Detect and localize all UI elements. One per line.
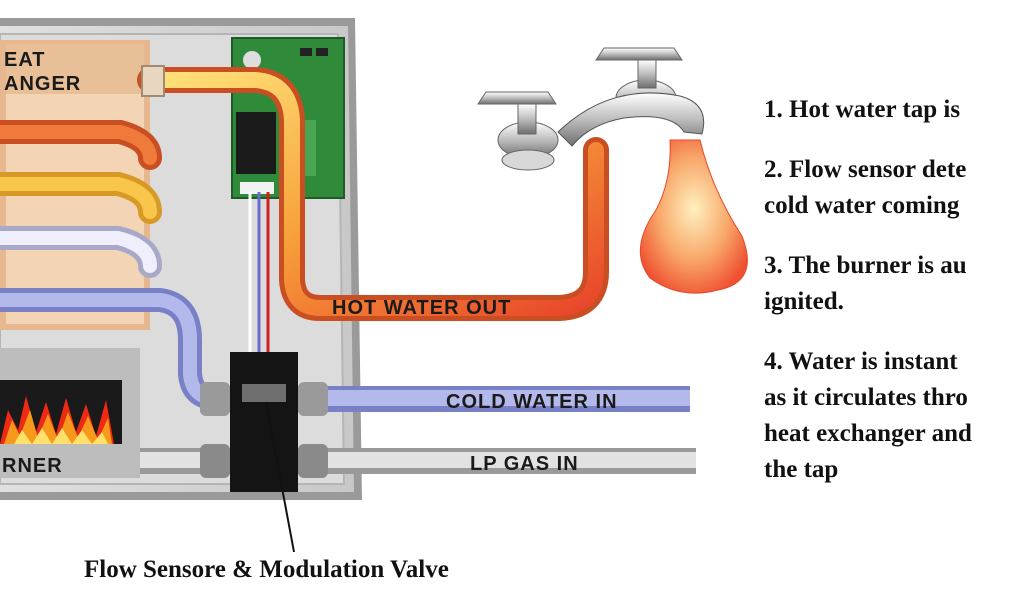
flow-sensor-caption: Flow Sensore & Modulation Valve (84, 556, 449, 584)
heat-exchanger-label-line2: ANGER (4, 73, 81, 95)
burner-label: RNER (2, 455, 63, 477)
hot-water-out-label: HOT WATER OUT (332, 297, 511, 319)
step-text: 1. Hot water tap is (764, 92, 1024, 128)
step-2: 2. Flow sensor dete cold water coming (764, 152, 1024, 224)
step-text: heat exchanger and (764, 416, 1024, 452)
step-text: cold water coming (764, 188, 1024, 224)
step-text: 4. Water is instant (764, 344, 1024, 380)
step-text: ignited. (764, 284, 1024, 320)
step-text: the tap (764, 452, 1024, 488)
hot-outlet-fitting (142, 66, 164, 96)
cold-water-in-label: COLD WATER IN (446, 391, 618, 413)
lp-gas-inlet-pipe (140, 444, 696, 478)
step-text: 2. Flow sensor dete (764, 152, 1024, 188)
step-text: as it circulates thro (764, 380, 1024, 416)
lp-gas-in-label: LP GAS IN (470, 453, 579, 475)
flow-sensor-modulation-valve (230, 352, 298, 492)
heat-exchanger-label-line1: EAT (4, 49, 46, 71)
step-1: 1. Hot water tap is (764, 92, 1024, 128)
step-text: 3. The burner is au (764, 248, 1024, 284)
hot-water-stream (640, 140, 747, 293)
step-3: 3. The burner is au ignited. (764, 248, 1024, 320)
steps-list: 1. Hot water tap is 2. Flow sensor dete … (764, 92, 1024, 512)
step-4: 4. Water is instant as it circulates thr… (764, 344, 1024, 488)
